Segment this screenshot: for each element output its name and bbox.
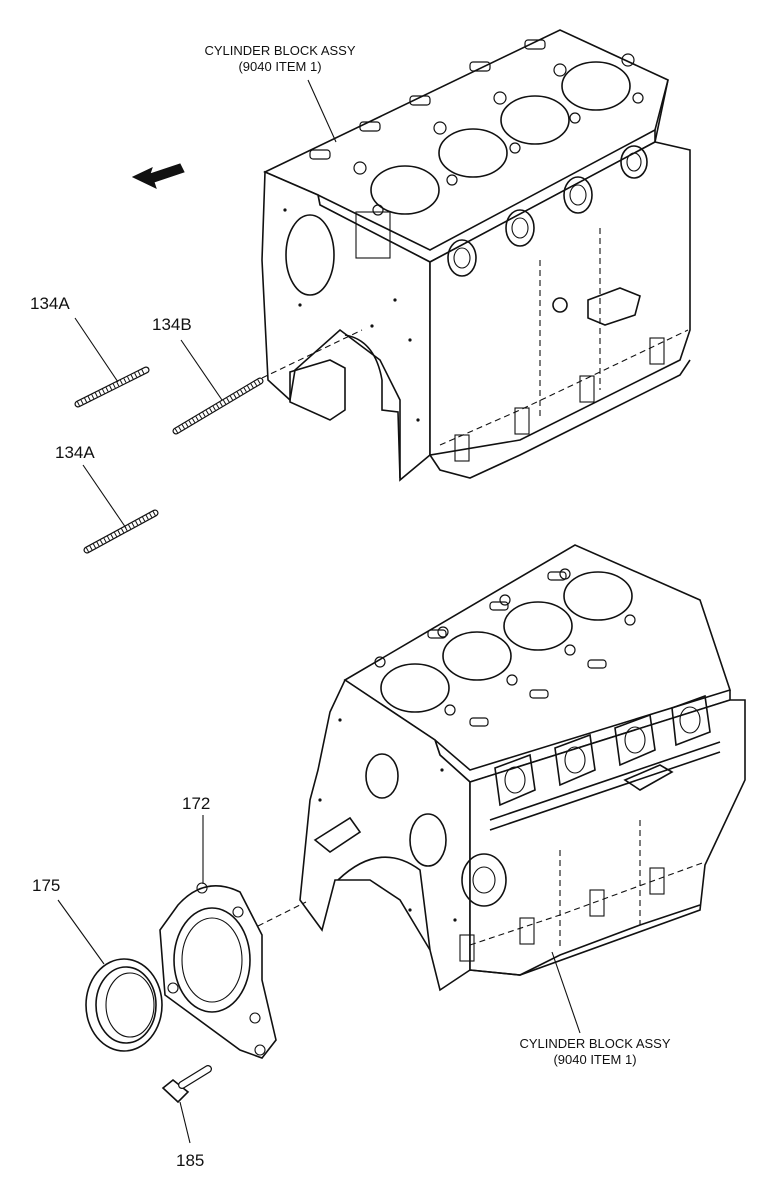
callout-block-bottom-line1: CYLINDER BLOCK ASSY — [519, 1036, 671, 1051]
part-number-134a-upper: 134A — [30, 294, 70, 313]
callout-block-top: CYLINDER BLOCK ASSY (9040 ITEM 1) — [180, 43, 380, 75]
leader-block-top — [307, 79, 337, 143]
stud-leader-line — [261, 329, 363, 379]
rear-oil-seal — [85, 958, 163, 1052]
callout-block-bottom: CYLINDER BLOCK ASSY (9040 ITEM 1) — [495, 1036, 695, 1068]
leader-134a-lower — [82, 464, 127, 529]
cylinder-block-bottom — [299, 544, 746, 992]
cylinder-block-top — [261, 29, 691, 482]
part-number-134a-lower: 134A — [55, 443, 95, 462]
callout-block-bottom-line2: (9040 ITEM 1) — [553, 1052, 637, 1067]
part-number-134b: 134B — [152, 315, 192, 334]
stud-134a-lower — [83, 509, 159, 554]
rear-seal-retainer — [159, 882, 277, 1059]
part-number-175: 175 — [32, 876, 61, 895]
callout-block-top-line1: CYLINDER BLOCK ASSY — [204, 43, 356, 58]
leader-134a-upper — [74, 317, 119, 383]
leader-134b — [180, 339, 223, 401]
stud-134b — [172, 377, 264, 435]
leader-185 — [179, 1101, 191, 1144]
front-arrow-icon — [131, 163, 185, 189]
bolt-185 — [161, 1065, 212, 1104]
leader-175 — [57, 899, 105, 965]
callout-block-top-line2: (9040 ITEM 1) — [238, 59, 322, 74]
part-number-185: 185 — [176, 1151, 205, 1170]
stud-134a-upper — [74, 366, 150, 408]
retainer-leader-line — [257, 901, 307, 927]
leader-block-bottom — [551, 951, 581, 1034]
part-number-172: 172 — [182, 794, 211, 813]
